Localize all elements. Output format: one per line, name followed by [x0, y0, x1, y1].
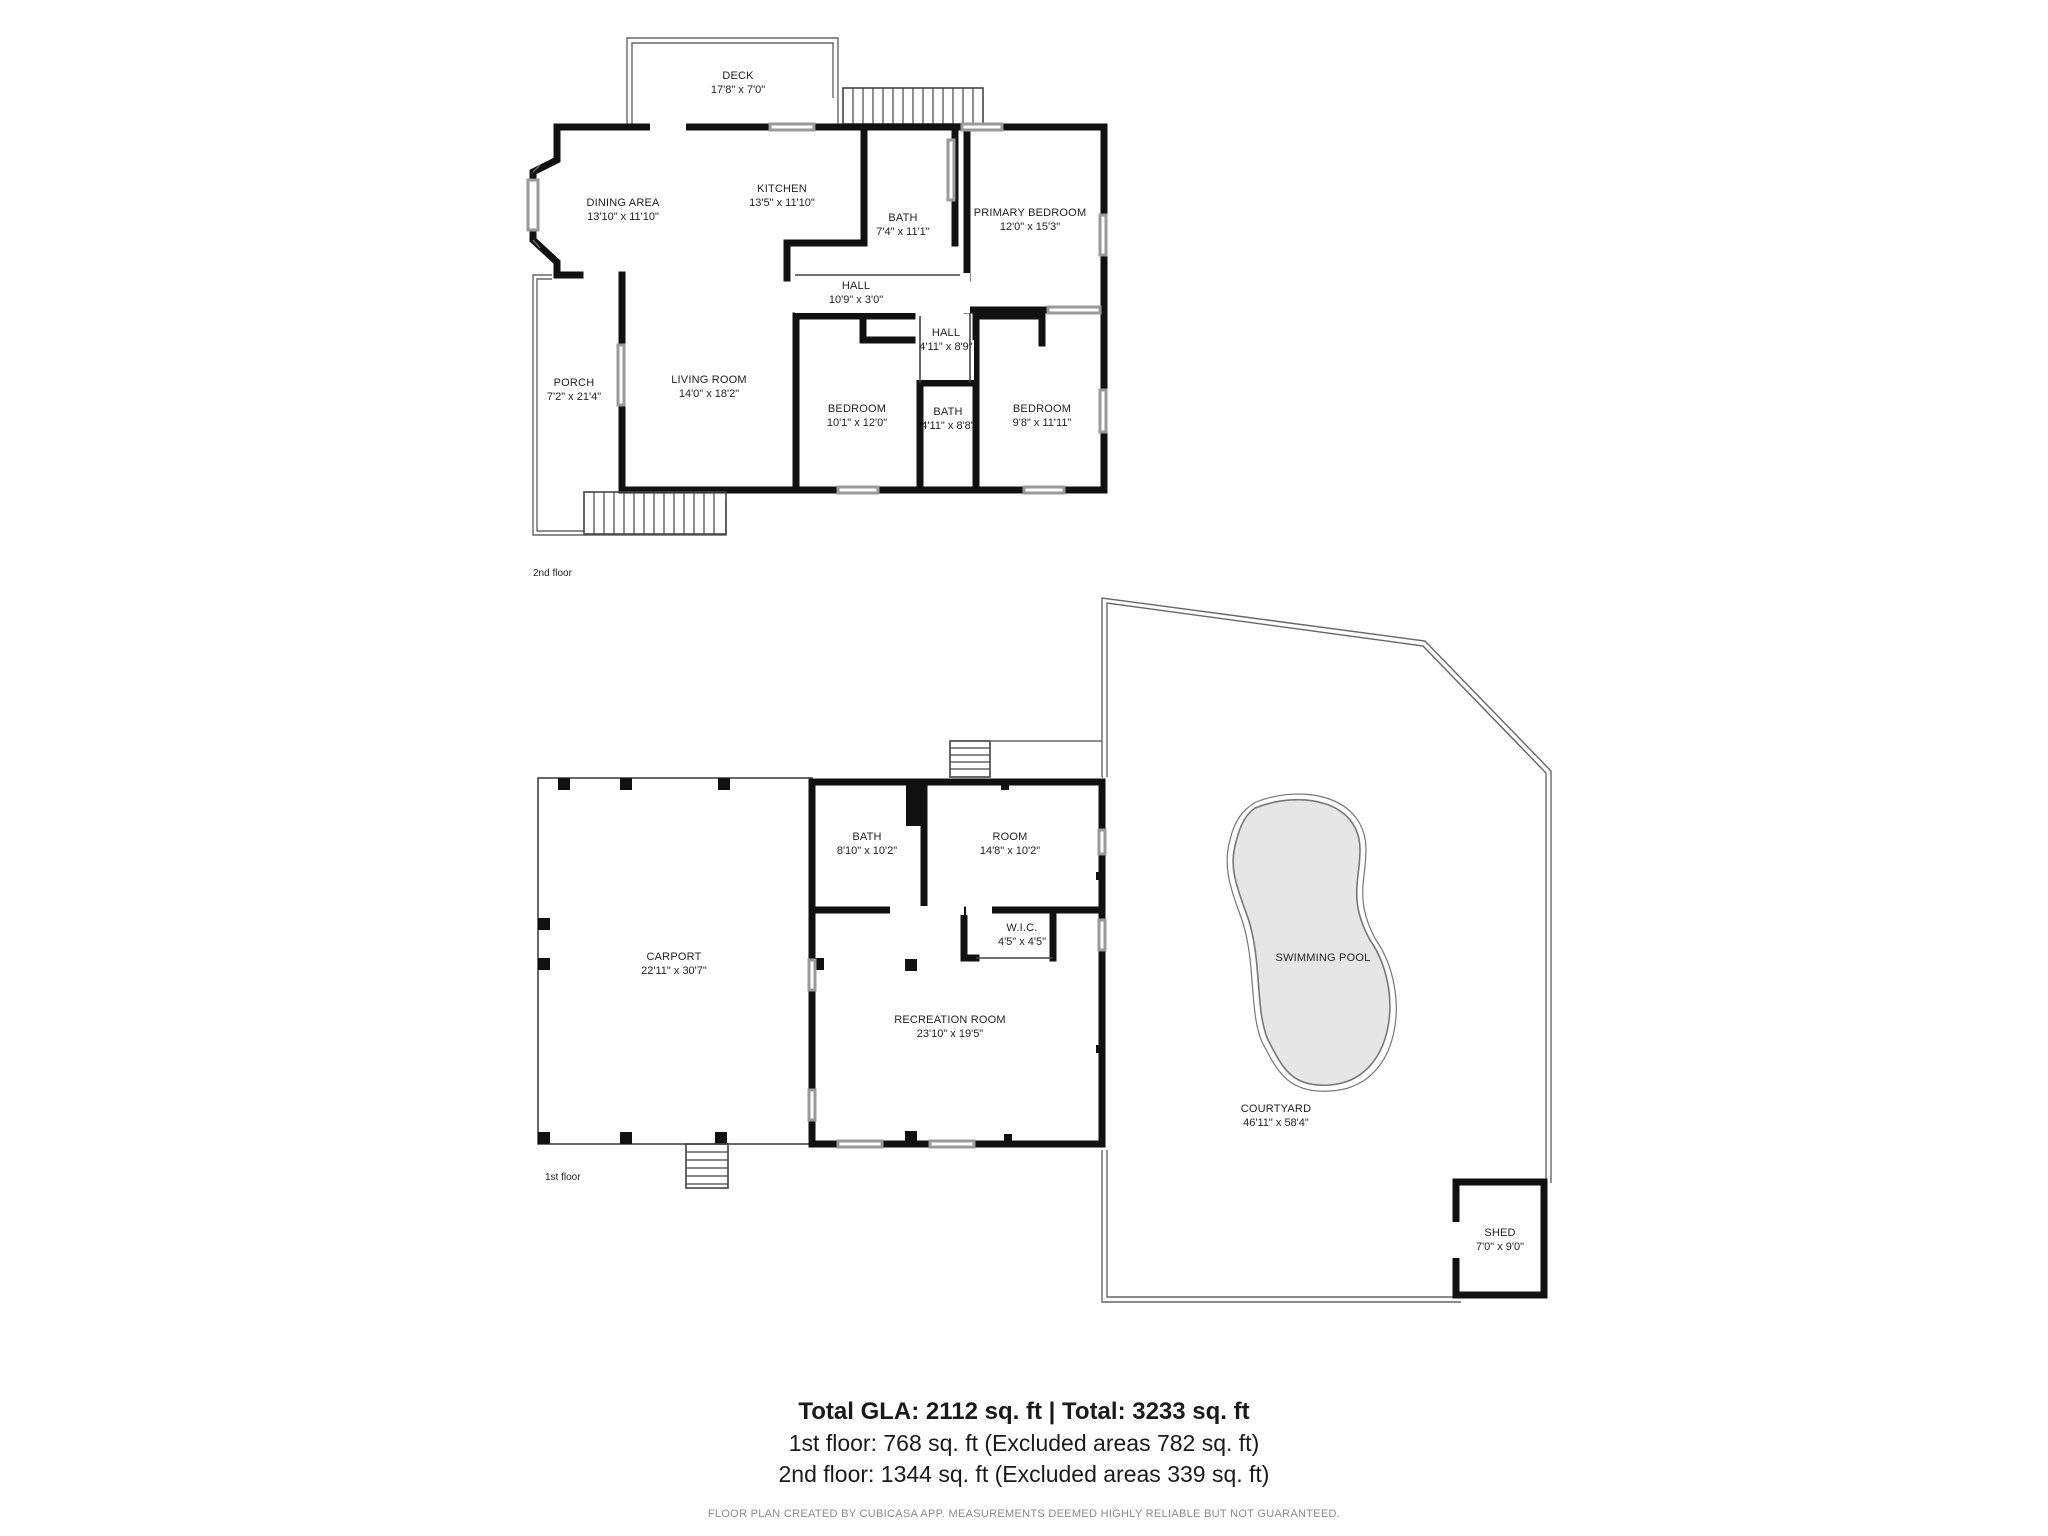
recreation-dims: 23'10" x 19'5" [917, 1028, 984, 1040]
bed2-dims: 9'8" x 11'11" [1013, 417, 1072, 429]
shed [1452, 1178, 1548, 1299]
bed1-dims: 10'1" x 12'0" [827, 417, 887, 429]
room-name: ROOM [992, 831, 1027, 843]
pool-name: SWIMMING POOL [1276, 952, 1371, 964]
dining-dims: 13'10" x 11'10" [587, 211, 659, 223]
total-area-summary: Total GLA: 2112 sq. ft | Total: 3233 sq.… [798, 1398, 1250, 1425]
second-floor-plan: DECK 17'8" x 7'0" DINING AREA 13'10" x 1… [526, 37, 1108, 579]
courtyard-name: COURTYARD [1241, 1103, 1311, 1115]
kitchen-name: KITCHEN [757, 183, 807, 195]
room-dims: 14'8" x 10'2" [980, 845, 1040, 857]
porch-dims: 7'2" x 21'4" [547, 391, 601, 403]
primary-name: PRIMARY BEDROOM [974, 207, 1087, 219]
deck [626, 37, 839, 125]
first-floor-walls [807, 778, 1107, 1149]
second-floor-area: 2nd floor: 1344 sq. ft (Excluded areas 3… [778, 1461, 1270, 1487]
bath1-name: BATH [888, 212, 917, 224]
bath2-name: BATH [933, 406, 962, 418]
first-floor-area: 1st floor: 768 sq. ft (Excluded areas 78… [788, 1430, 1260, 1456]
bath-name: BATH [852, 831, 881, 843]
hall1-dims: 10'9" x 3'0" [829, 294, 883, 306]
courtyard [1101, 597, 1552, 1303]
recreation-name: RECREATION ROOM [894, 1014, 1006, 1026]
first-floor-label: 1st floor [545, 1172, 581, 1183]
kitchen-dims: 13'5" x 11'10" [749, 197, 815, 209]
carport-stairs [685, 1143, 729, 1189]
hall1-name: HALL [842, 280, 870, 292]
hall2-name: HALL [932, 327, 960, 339]
disclaimer-text: FLOOR PLAN CREATED BY CUBICASA APP. MEAS… [707, 1508, 1341, 1520]
deck-dims: 17'8" x 7'0" [711, 84, 765, 96]
porch [532, 274, 727, 536]
deck-name: DECK [722, 70, 754, 82]
second-floor-walls [526, 122, 1108, 495]
bed2-name: BEDROOM [1013, 403, 1071, 415]
shed-dims: 7'0" x 9'0" [1476, 1241, 1524, 1253]
wic-name: W.I.C. [1006, 922, 1037, 934]
porch-stairs [583, 491, 727, 535]
first-floor-plan: CARPORT 22'11" x 30'7" BATH 8'10" x 10'2… [537, 597, 1552, 1303]
dining-name: DINING AREA [586, 197, 660, 209]
porch-name: PORCH [554, 377, 595, 389]
living-name: LIVING ROOM [671, 374, 747, 386]
bed1-name: BEDROOM [828, 403, 886, 415]
living-dims: 14'0" x 18'2" [679, 388, 739, 400]
courtyard-stairs [949, 740, 1102, 778]
bath-dims: 8'10" x 10'2" [837, 845, 897, 857]
bath2-dims: 4'11" x 8'8" [921, 420, 974, 432]
deck-stairs [842, 87, 984, 125]
shed-name: SHED [1484, 1227, 1515, 1239]
swimming-pool [1226, 793, 1397, 1092]
hall2-dims: 4'11" x 8'9" [919, 341, 972, 353]
primary-dims: 12'0" x 15'3" [1000, 221, 1060, 233]
courtyard-dims: 46'11" x 58'4" [1243, 1117, 1309, 1129]
carport-name: CARPORT [647, 951, 702, 963]
second-floor-label: 2nd floor [533, 568, 573, 579]
carport-dims: 22'11" x 30'7" [641, 965, 707, 977]
wic-dims: 4'5" x 4'5" [998, 936, 1046, 948]
bath1-dims: 7'4" x 11'1" [876, 226, 929, 238]
